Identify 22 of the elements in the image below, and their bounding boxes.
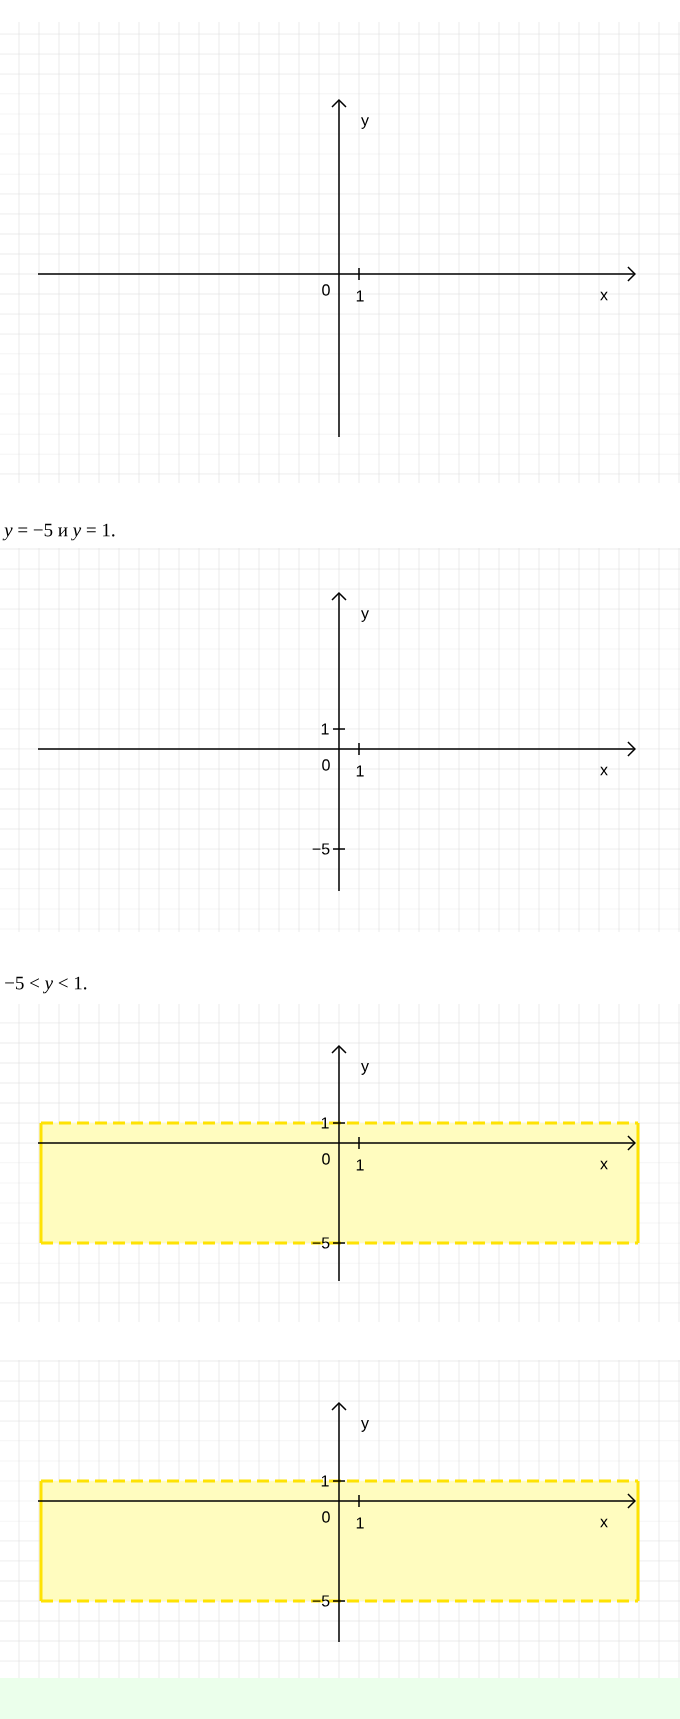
axis-label: y [361, 1420, 369, 1432]
axis-label: x [600, 291, 608, 301]
tick-label: 1 [356, 1517, 364, 1529]
statement-text: y = −5 и y = 1. [2, 523, 115, 541]
tick-label: 1 [321, 1475, 329, 1487]
tick-label: 1 [356, 765, 364, 777]
tick-label: 1 [356, 1159, 364, 1171]
axis-label: y [361, 1063, 369, 1075]
tick-label: 0 [322, 1511, 330, 1523]
tick-label: 1 [321, 723, 329, 735]
tick-label: 1 [321, 1117, 329, 1129]
statement-text: −5 < y < 1. [5, 976, 87, 994]
tick-label: 1 [356, 290, 364, 302]
axis-label: x [600, 766, 608, 776]
axis-label: x [600, 1518, 608, 1528]
axis-label: y [361, 610, 369, 622]
tick-label: 0 [322, 1153, 330, 1165]
axis-label: y [361, 117, 369, 129]
tick-label: −5 [312, 843, 330, 855]
tick-label: 0 [322, 759, 330, 771]
tick-label: 0 [322, 284, 330, 296]
axis-label: x [600, 1160, 608, 1170]
